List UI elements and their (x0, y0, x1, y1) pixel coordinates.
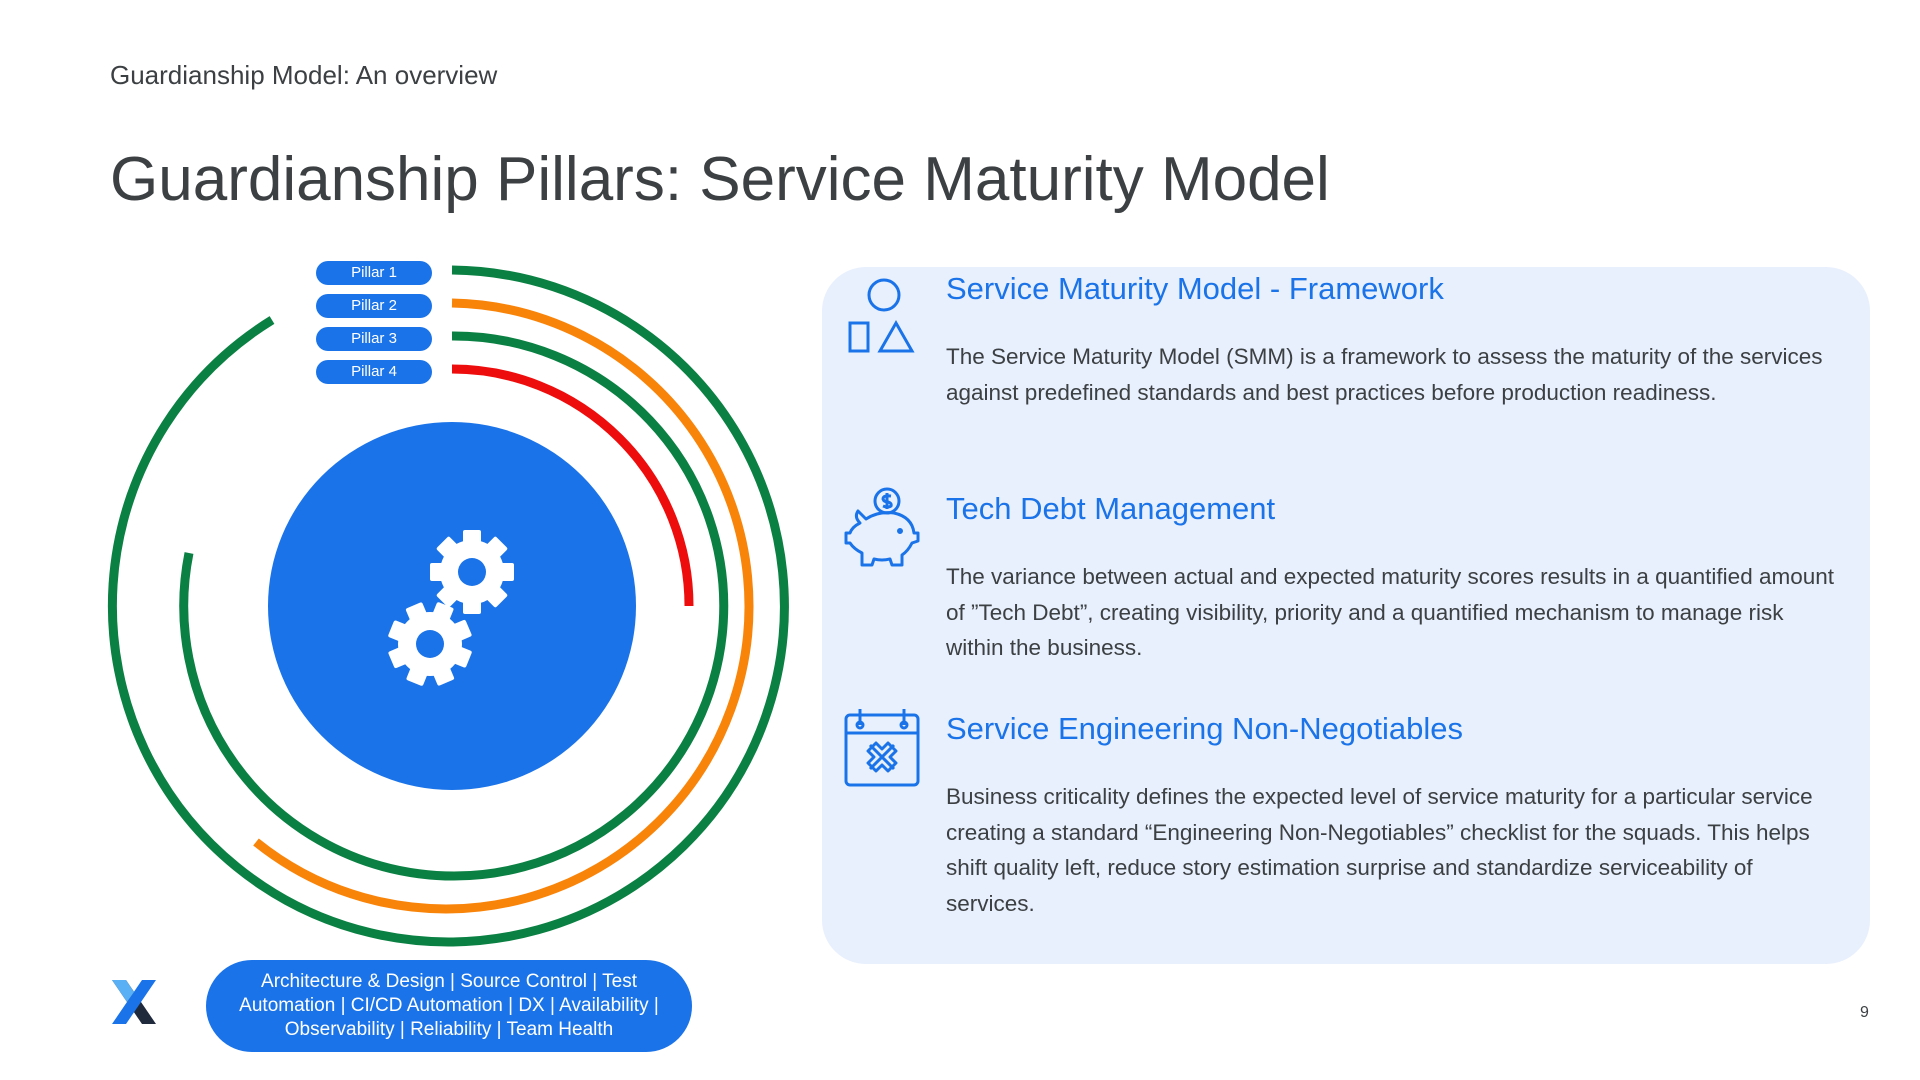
pillar-4-ring (451, 364, 694, 607)
deck-subtitle: Guardianship Model: An overview (110, 60, 498, 90)
pillar-3-ring (179, 331, 729, 881)
info-panel: Service Maturity Model - Framework The S… (822, 267, 1870, 964)
core-circle (268, 422, 636, 790)
shapes-icon (848, 278, 915, 353)
piggy-bank-icon (844, 487, 920, 567)
pillar-1-label: Pillar 1 (316, 261, 432, 285)
section-body: The Service Maturity Model (SMM) is a fr… (946, 344, 1823, 405)
section-heading: Service Engineering Non-Negotiables (946, 711, 1463, 746)
page-number: 9 (1860, 1004, 1869, 1021)
section-heading: Service Maturity Model - Framework (946, 271, 1444, 306)
capabilities-badge: Architecture & Design | Source Control |… (206, 960, 692, 1052)
pillar-1-ring (107, 265, 789, 947)
capabilities-text: Architecture & Design | Source Control |… (239, 971, 659, 1040)
pillar-3-label: Pillar 3 (316, 327, 432, 351)
pillar-2-ring (253, 298, 754, 914)
calendar-x-icon (844, 709, 920, 787)
section-body: The variance between actual and expected… (946, 564, 1835, 660)
x-logo-icon (112, 980, 156, 1024)
page-title: Guardianship Pillars: Service Maturity M… (110, 145, 1330, 214)
pillar-2-label: Pillar 2 (316, 294, 432, 318)
pillar-rings-diagram (107, 265, 789, 947)
pillar-4-label: Pillar 4 (316, 360, 432, 384)
gears-icon (388, 530, 514, 686)
section-body: Business criticality defines the expecte… (946, 784, 1813, 916)
section-heading: Tech Debt Management (946, 491, 1276, 526)
